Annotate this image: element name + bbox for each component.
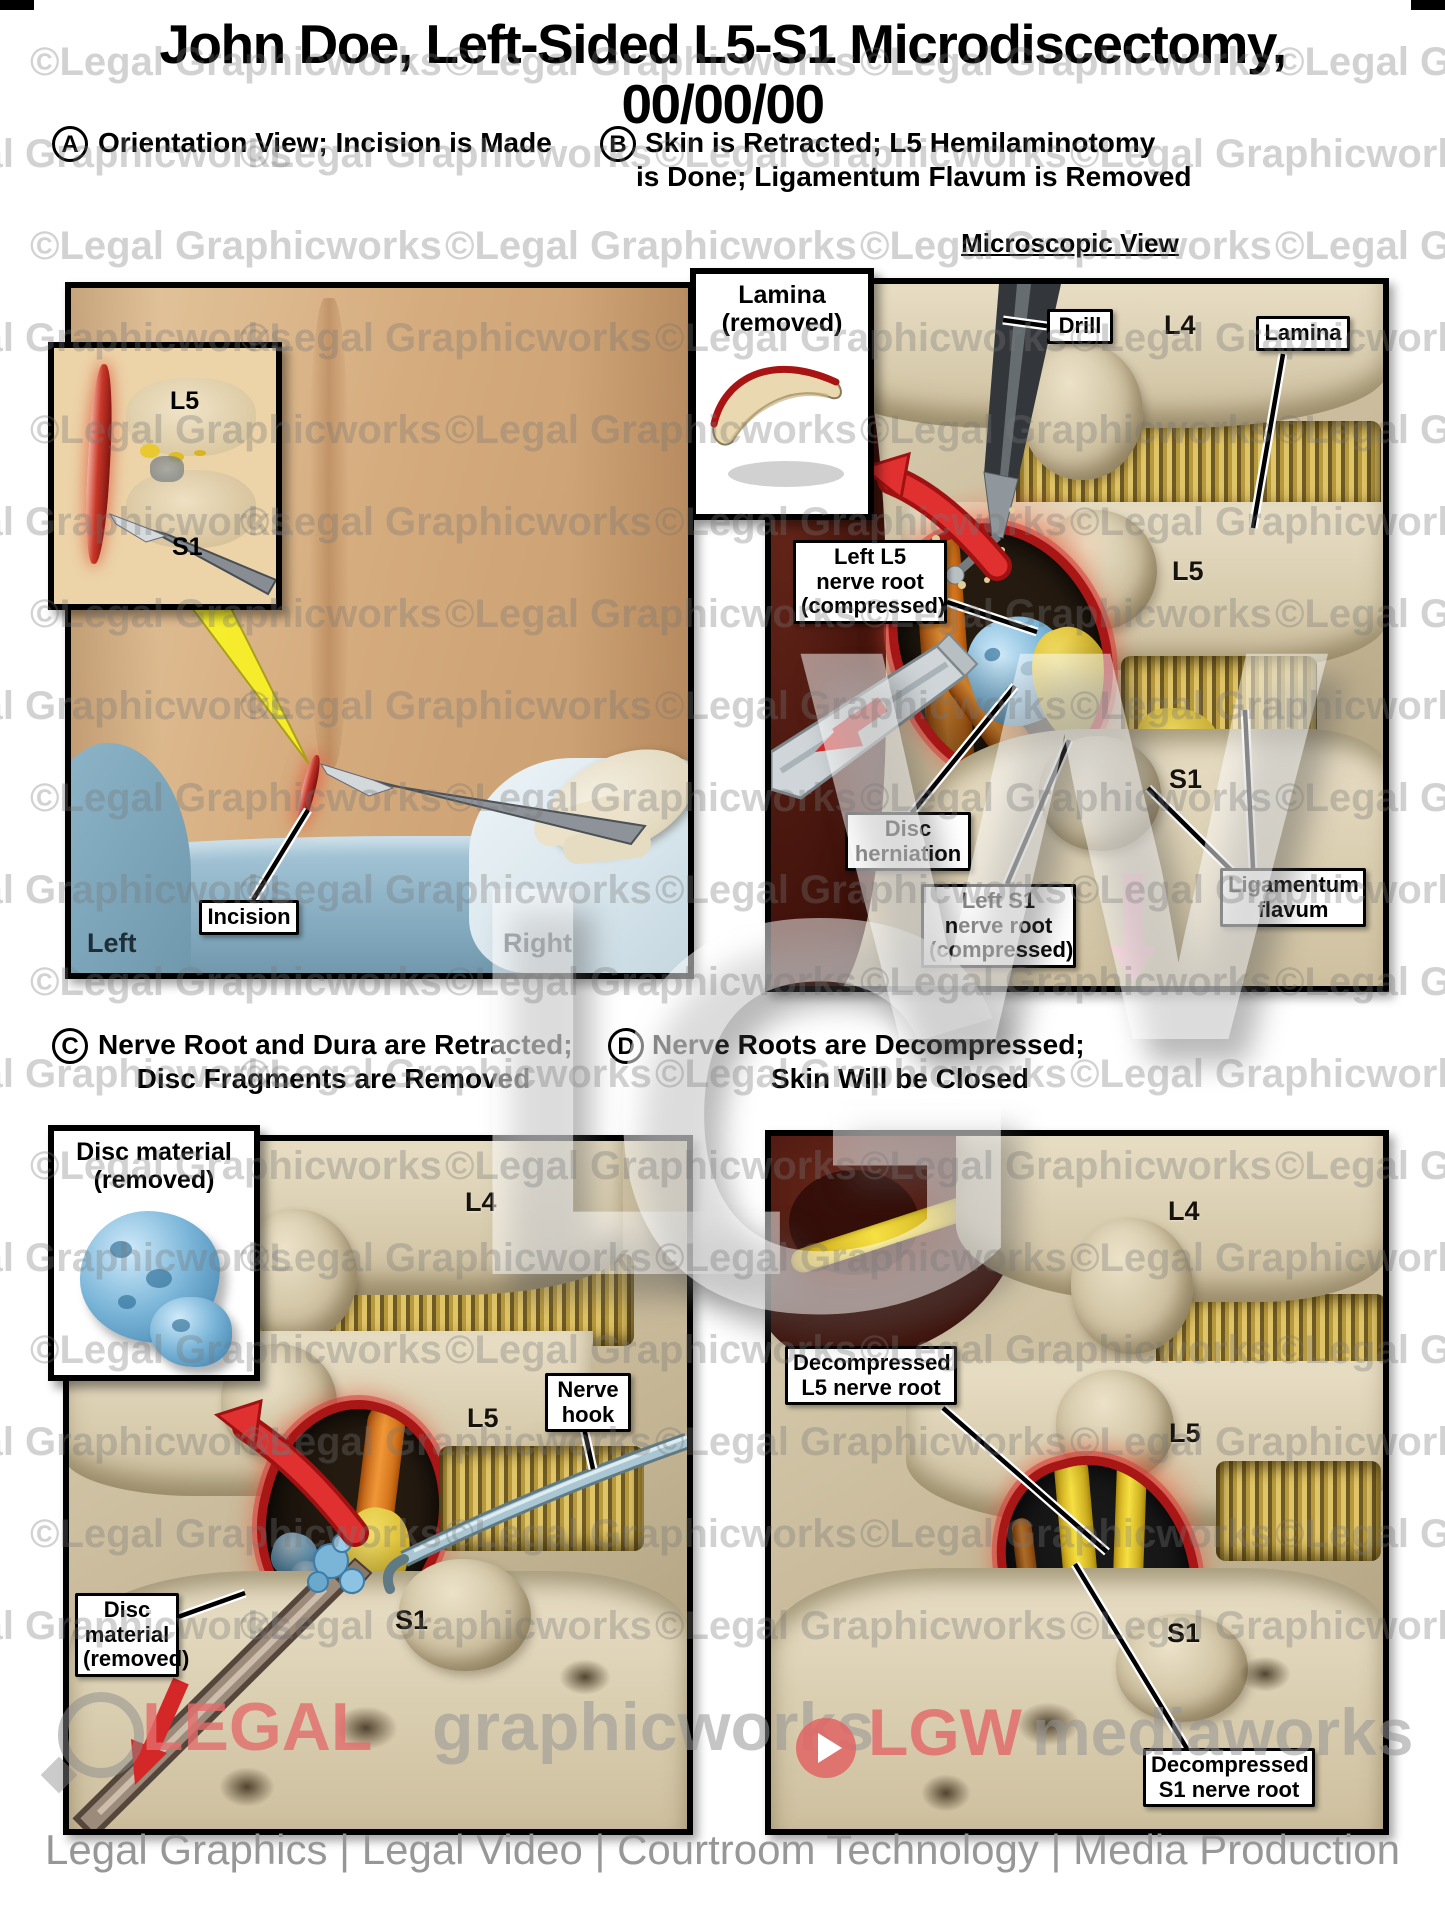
sacral-foramen [921,1774,971,1812]
play-icon [796,1718,856,1778]
l4-spinous-process [1021,342,1143,480]
crop-mark [0,0,34,10]
panel-d-heading1: Nerve Roots are Decompressed; [652,1029,1085,1060]
panel-a-inset: L5 S1 [48,342,282,610]
panel-b-letter: B [600,126,636,162]
disc-fragment-small [150,1297,232,1367]
decompressed-s1-label: Decompressed S1 nerve root [1143,1748,1315,1808]
panel-a-heading: Orientation View; Incision is Made [98,127,552,158]
spine-shadow [309,298,349,768]
l5-label: L5 [1169,1418,1201,1448]
l5-label: L5 [1172,556,1204,586]
right-side-label: Right [503,928,572,958]
flank-shadow-right [568,288,688,828]
lgw-ring-icon [58,1692,144,1778]
panel-c-heading1: Nerve Root and Dura are Retracted; [98,1029,573,1060]
sacral-foramen [1239,1656,1291,1692]
l4-label: L4 [1168,1196,1200,1226]
panel-b-subheading: Microscopic View [961,228,1179,258]
panel-b-heading1: Skin is Retracted; L5 Hemilaminotomy [645,127,1156,158]
incision-label: Incision [199,900,299,935]
s1-spinous-process [1039,736,1161,851]
sacral-foramen [219,1767,275,1807]
sacral-foramen [1016,1702,1080,1746]
panel-c-inset: Disc material (removed) [48,1125,260,1381]
left-s1-nerve-root-label: Left S1 nerve root (compressed) [921,884,1076,968]
disc-fragment-gray [150,456,184,482]
watermark-text: ©Legal Graphicworks [30,224,442,268]
lamina-label: Lamina [1256,316,1350,351]
disc-material-removed-title: Disc material (removed) [76,1138,232,1194]
l5-label: L5 [467,1403,499,1433]
panel-d-letter: D [608,1028,644,1064]
decompressed-l5-label: Decompressed L5 nerve root [785,1346,957,1406]
s1-spinous-process [399,1559,531,1671]
ligamentum-flavum-label: Ligamentum flavum [1220,868,1366,928]
lamina-removed-title: Lamina (removed) [721,281,843,337]
page-title-line1: John Doe, Left-Sided L5-S1 Microdiscecto… [159,13,1287,75]
inset-l5-label: L5 [170,387,200,415]
l4-label: L4 [1164,310,1196,340]
s1-label: S1 [1167,1618,1201,1648]
s1-label: S1 [395,1605,429,1635]
panel-d-illustration: L4 Decompressed L5 nerve root L5 S1 Deco… [765,1130,1389,1835]
drill-label: Drill [1047,309,1113,344]
l4-spinous-process [1071,1218,1193,1354]
sacral-foramen [334,1706,398,1750]
inset-s1-label: S1 [172,533,203,561]
nerve-speck [140,444,160,458]
nerve-hook-label: Nerve hook [545,1373,631,1433]
panel-a-letter: A [52,126,88,162]
left-side-label: Left [87,928,137,958]
disc-material-label: Disc material (removed) [75,1593,189,1677]
footer-services-line: Legal Graphics | Legal Video | Courtroom… [45,1826,1400,1873]
disc-striation-lower [439,1446,644,1551]
sacral-foramen [559,1659,611,1695]
s1-label: S1 [1169,764,1203,794]
inset-incision [82,363,116,565]
watermark-text: ©Legal Graphicworks [445,224,857,268]
l4-label: L4 [465,1187,497,1217]
disc-striation-lower [1216,1461,1381,1561]
panel-c-letter: C [52,1028,88,1064]
watermark-text: ©Legal Graphicworks [1275,224,1445,268]
page-title-line2: 00/00/00 [621,73,825,135]
left-l5-nerve-root-label: Left L5 nerve root (compressed) [793,540,947,624]
panel-d-heading2: Skin Will be Closed [770,1063,1029,1094]
panel-c-heading2: Disc Fragments are Removed [136,1063,531,1094]
vertebra-l5-shape [126,378,256,456]
disc-herniation-label: Disc herniation [845,812,971,872]
crop-mark [1411,0,1445,10]
panel-b-heading2: is Done; Ligamentum Flavum is Removed [636,161,1192,192]
panel-b-inset: Lamina (removed) [690,268,874,520]
